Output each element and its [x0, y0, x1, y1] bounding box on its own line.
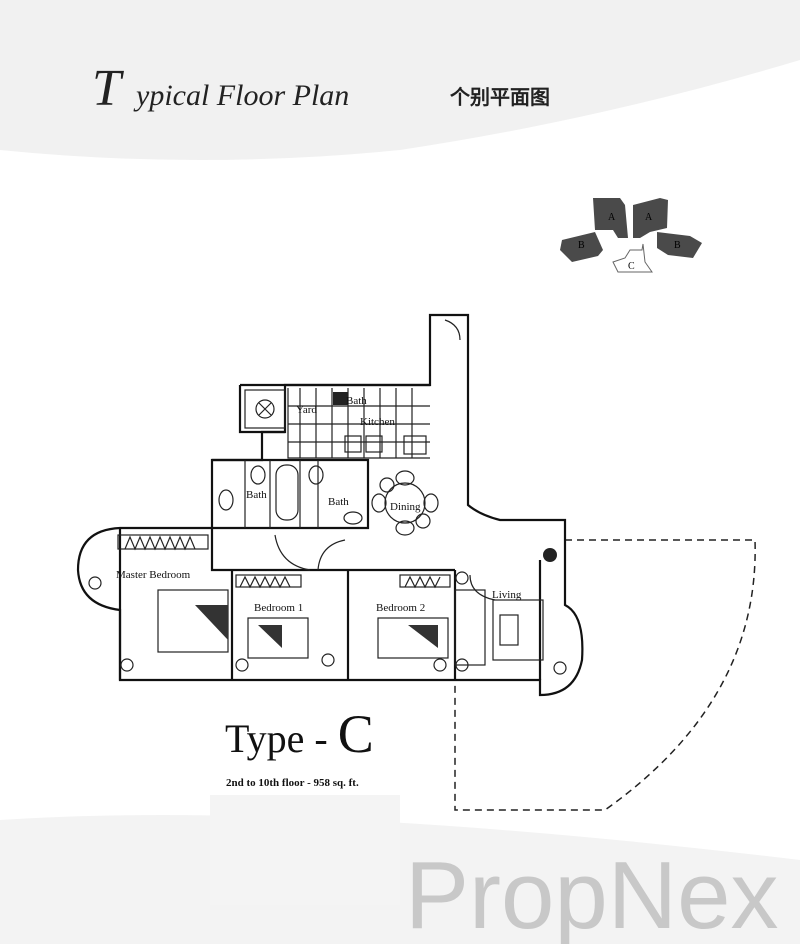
room-label-living: Living — [492, 589, 522, 601]
room-label-master-bedroom: Master Bedroom — [116, 569, 191, 581]
room-label-yard: Yard — [296, 404, 317, 416]
unit-subtitle: 2nd to 10th floor - 958 sq. ft. — [226, 777, 359, 789]
room-label-dining: Dining — [390, 501, 421, 513]
key-block-a-left: A — [608, 212, 616, 223]
background-blob — [0, 0, 800, 160]
room-label-kitchen: Kitchen — [360, 416, 395, 428]
background-blob — [210, 795, 400, 905]
balcony-outline — [454, 539, 756, 811]
watermark: PropNex — [405, 842, 779, 944]
room-label-bath-1: Bath — [246, 489, 267, 501]
key-block-a-right: A — [645, 212, 653, 223]
key-block-c: C — [628, 261, 635, 272]
key-block-b-left: B — [578, 240, 585, 251]
room-label-bath-2: Bath — [328, 496, 349, 508]
unit-type-label: Type - C — [225, 704, 374, 764]
room-label-bedroom-1: Bedroom 1 — [254, 602, 303, 614]
page-title-chinese: 个别平面图 — [449, 85, 550, 109]
page-title: ypical Floor Plan — [133, 79, 349, 112]
room-label-bath-top: Bath — [346, 395, 367, 407]
key-plan: A A B B C — [560, 198, 702, 273]
walls — [76, 313, 584, 697]
key-block-b-right: B — [674, 240, 681, 251]
room-label-bedroom-2: Bedroom 2 — [376, 602, 425, 614]
title-script-letter: T — [92, 60, 124, 117]
